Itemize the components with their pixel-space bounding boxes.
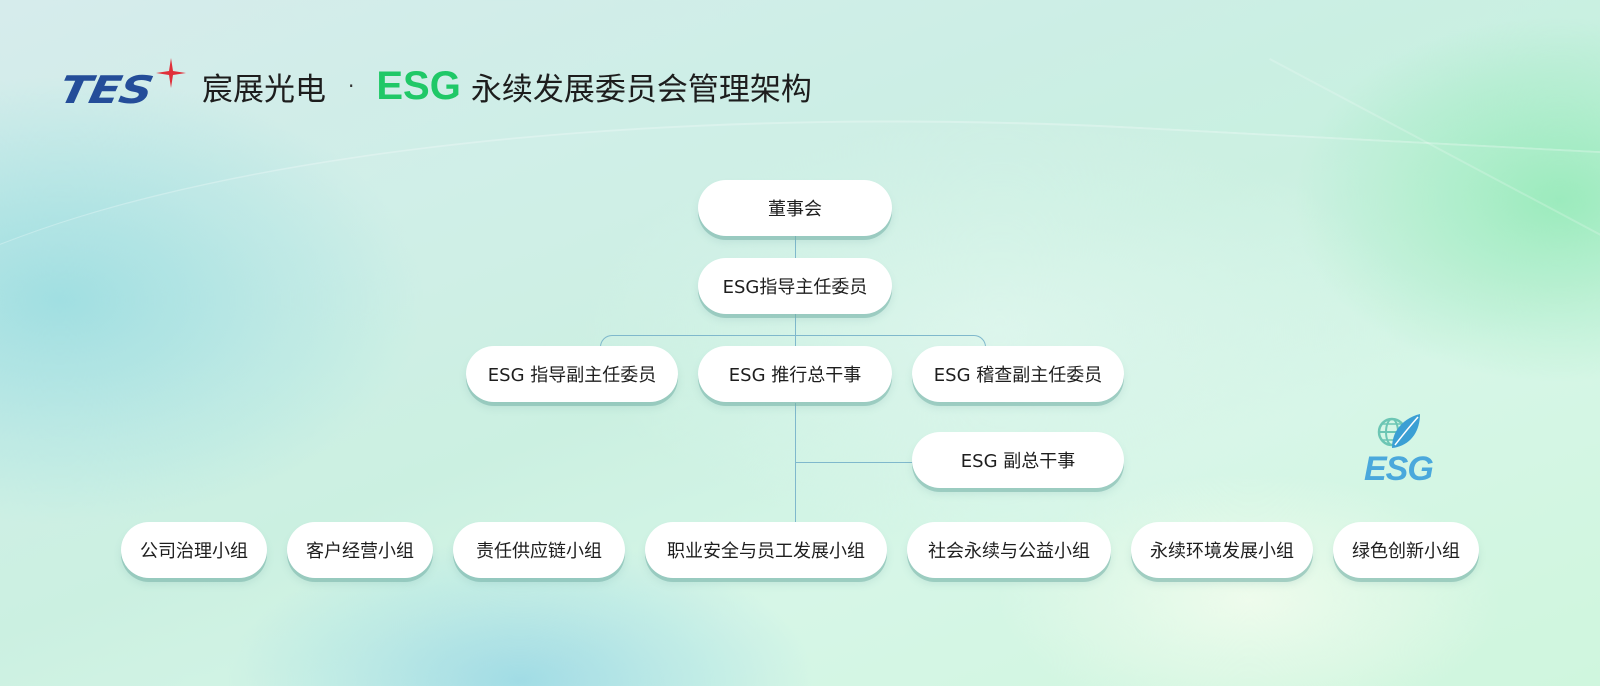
node-label: 绿色创新小组 (1352, 541, 1460, 562)
node-label: ESG 稽查副主任委员 (933, 365, 1103, 386)
logo-text: TES (55, 68, 157, 112)
star-icon (156, 58, 186, 88)
globe-leaf-icon (1377, 414, 1420, 448)
connector-chair-to-level3 (795, 314, 796, 348)
title-separator: · (348, 74, 355, 98)
node-group-environment: 永续环境发展小组 (1131, 522, 1313, 578)
node-board-of-directors: 董事会 (698, 180, 892, 236)
title-esg: ESG (376, 63, 461, 108)
node-esg-vice-chair-audit: ESG 稽查副主任委员 (912, 346, 1124, 402)
node-group-occupational-safety: 职业安全与员工发展小组 (645, 522, 887, 578)
node-label: 社会永续与公益小组 (928, 541, 1090, 562)
node-group-corporate-governance: 公司治理小组 (121, 522, 267, 578)
connector-secretary-trunk (795, 403, 796, 523)
node-group-social-sustainability: 社会永续与公益小组 (907, 522, 1111, 578)
node-label: ESG 副总干事 (960, 451, 1076, 472)
node-label: 公司治理小组 (140, 541, 248, 562)
connector-board-to-chair (795, 232, 796, 260)
node-label: ESG指导主任委员 (722, 277, 868, 298)
esg-badge: ESG (1360, 410, 1440, 490)
node-group-responsible-supply-chain: 责任供应链小组 (453, 522, 625, 578)
node-esg-secretary-general: ESG 推行总干事 (698, 346, 892, 402)
node-esg-deputy-secretary: ESG 副总干事 (912, 432, 1124, 488)
node-esg-chair: ESG指导主任委员 (698, 258, 892, 314)
node-label: ESG 指导副主任委员 (487, 365, 657, 386)
page-title: 永续发展委员会管理架构 (470, 71, 812, 108)
node-label: 职业安全与员工发展小组 (667, 541, 865, 562)
node-label: 董事会 (768, 199, 822, 220)
esg-badge-text: ESG (1364, 450, 1434, 488)
connector-to-deputy (795, 462, 913, 463)
page-header: TES 宸展光电 · ESG 永续发展委员会管理架构 (55, 56, 812, 116)
company-name: 宸展光电 (202, 71, 326, 108)
tes-logo: TES (55, 58, 186, 114)
node-group-customer-management: 客户经营小组 (287, 522, 433, 578)
node-esg-vice-chair-guidance: ESG 指导副主任委员 (466, 346, 678, 402)
node-label: ESG 推行总干事 (728, 365, 862, 386)
node-label: 永续环境发展小组 (1150, 541, 1294, 562)
node-label: 责任供应链小组 (476, 541, 602, 562)
node-label: 客户经营小组 (306, 541, 414, 562)
node-group-green-innovation: 绿色创新小组 (1333, 522, 1479, 578)
